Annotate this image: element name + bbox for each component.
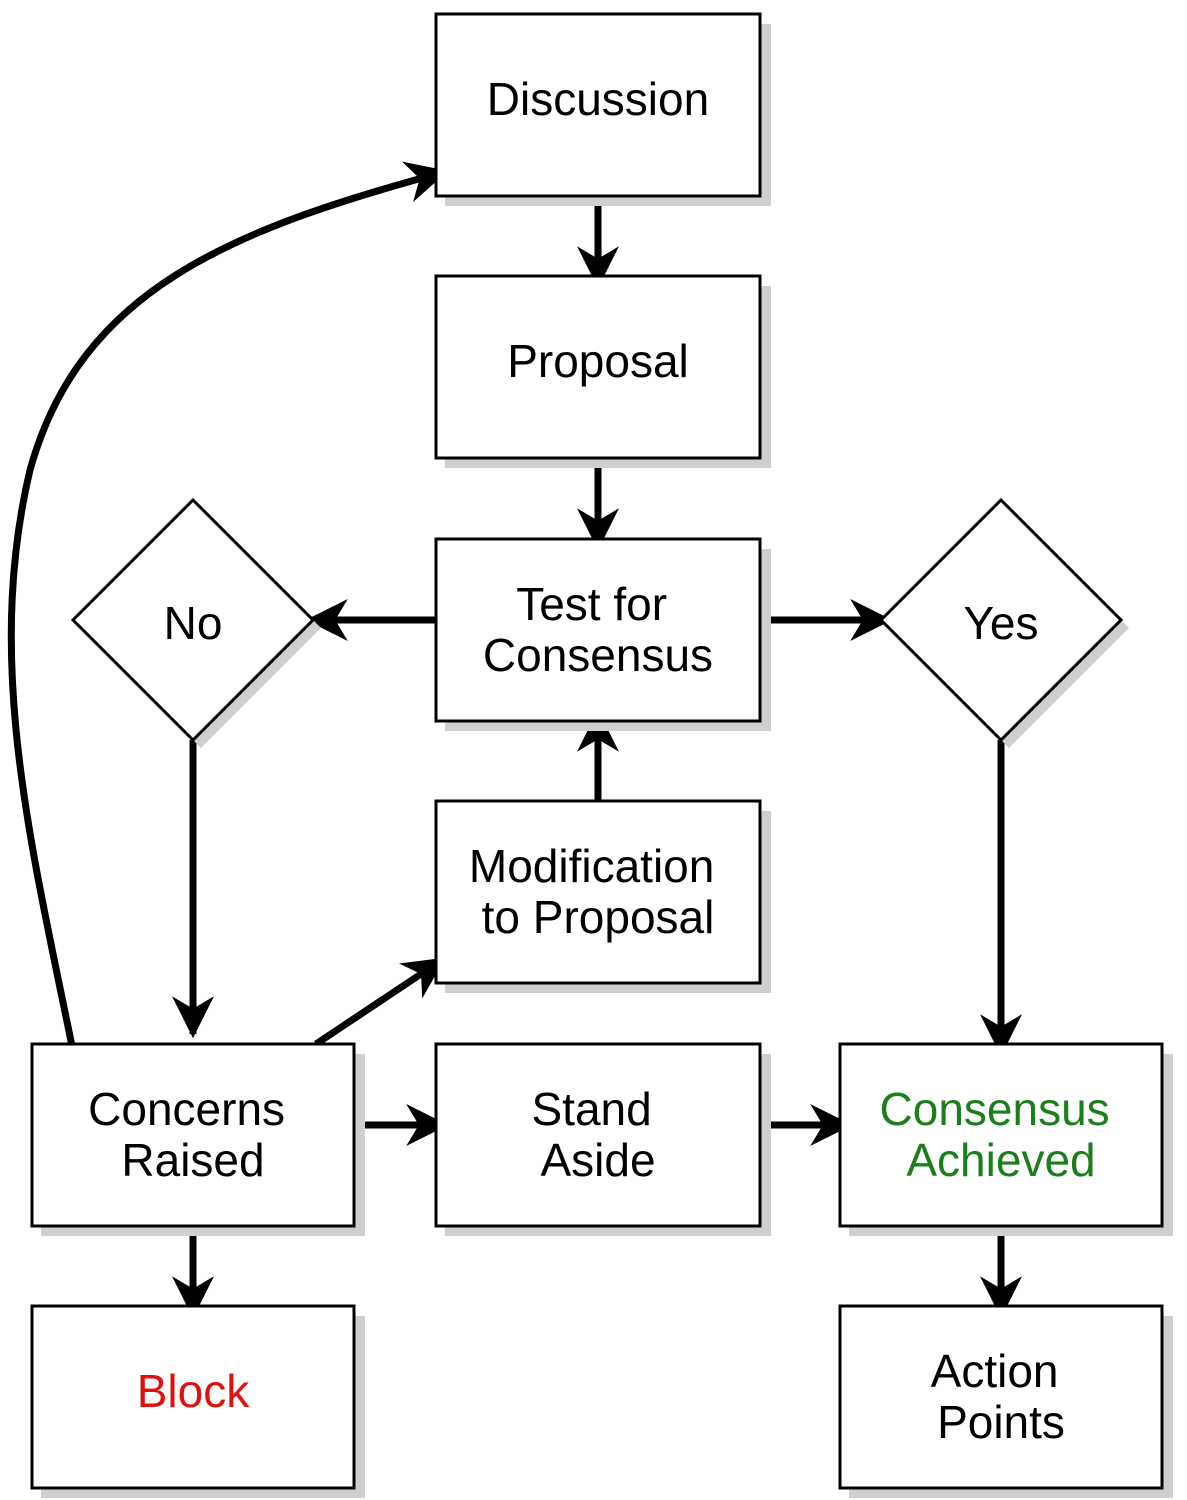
node-block: Block xyxy=(30,1304,365,1498)
node-concerns-line-2: Raised xyxy=(121,1134,264,1186)
node-achieved-label: Consensus Achieved xyxy=(880,1083,1123,1186)
node-stand-line-1: Stand xyxy=(532,1083,652,1135)
node-action-label: Action Points xyxy=(931,1345,1072,1448)
node-stand-label: Stand Aside xyxy=(532,1083,665,1186)
node-discussion-line-1: Discussion xyxy=(487,73,709,125)
node-modification-label: Modification to Proposal xyxy=(469,840,727,943)
decision-yes-label: Yes xyxy=(963,597,1038,649)
node-modification-to-proposal: Modification to Proposal xyxy=(434,799,771,993)
node-test-label: Test for Consensus xyxy=(483,578,713,681)
decision-yes: Yes xyxy=(878,497,1129,748)
decision-yes-line-1: Yes xyxy=(963,597,1038,649)
node-proposal: Proposal xyxy=(434,274,771,468)
node-consensus-achieved: Consensus Achieved xyxy=(838,1042,1173,1236)
arrow-concerns-to-modification xyxy=(314,957,446,1047)
node-achieved-line-2: Achieved xyxy=(906,1134,1095,1186)
node-test-line-1: Test for xyxy=(516,578,667,630)
node-test-for-consensus: Test for Consensus xyxy=(434,537,771,731)
arrow-concerns-to-discussion xyxy=(7,161,449,1047)
decision-no: No xyxy=(70,497,321,748)
node-discussion-label: Discussion xyxy=(487,73,709,125)
node-stand-line-2: Aside xyxy=(540,1134,655,1186)
node-proposal-label: Proposal xyxy=(507,335,689,387)
node-modification-line-2: to Proposal xyxy=(482,891,715,943)
node-modification-line-1: Modification xyxy=(469,840,714,892)
decision-no-line-1: No xyxy=(164,597,223,649)
decision-no-label: No xyxy=(164,597,223,649)
node-action-line-2: Points xyxy=(937,1396,1065,1448)
node-concerns-raised: Concerns Raised xyxy=(30,1042,365,1236)
node-achieved-line-1: Consensus xyxy=(880,1083,1110,1135)
node-proposal-line-1: Proposal xyxy=(507,335,689,387)
node-concerns-line-1: Concerns xyxy=(88,1083,285,1135)
node-stand-aside: Stand Aside xyxy=(434,1042,771,1236)
node-block-label: Block xyxy=(137,1365,250,1417)
node-action-line-1: Action xyxy=(931,1345,1059,1397)
node-action-points: Action Points xyxy=(838,1304,1173,1498)
node-concerns-label: Concerns Raised xyxy=(88,1083,298,1186)
node-discussion: Discussion xyxy=(434,12,771,206)
node-block-line-1: Block xyxy=(137,1365,250,1417)
node-test-line-2: Consensus xyxy=(483,629,713,681)
